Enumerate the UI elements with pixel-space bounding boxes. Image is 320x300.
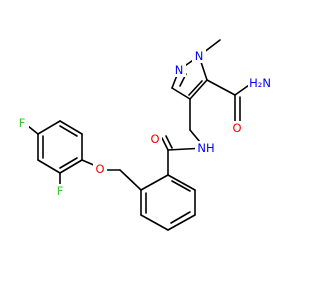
bonds <box>27 39 253 231</box>
bond <box>165 135 173 149</box>
bond <box>189 79 208 100</box>
bond <box>37 159 61 174</box>
atom-amide-o2-label: O <box>150 132 159 146</box>
bond <box>59 157 78 169</box>
atom-amide-nh2-label: H₂N <box>249 76 271 90</box>
bond <box>59 159 83 174</box>
bond <box>171 87 191 100</box>
atom-amide-o2: O <box>148 132 162 146</box>
bond <box>171 180 191 192</box>
atom-n2: N <box>192 49 206 63</box>
bond <box>188 80 203 96</box>
bond <box>167 174 196 191</box>
bond <box>167 214 196 231</box>
molecule-canvas: N N H₂N O NH O O F <box>15 39 272 231</box>
atom-f1-label: F <box>19 116 26 130</box>
atom-amide-o1-label: O <box>232 121 241 135</box>
atom-n1: N <box>172 63 186 77</box>
atom-amide-nh2: H₂N <box>248 76 272 90</box>
bond <box>59 125 78 137</box>
atom-f2-label: F <box>57 184 64 198</box>
atom-f2: F <box>53 184 67 198</box>
atom-n2-label: N <box>195 49 204 63</box>
atom-ether-o: O <box>93 162 107 176</box>
atom-nh-label: NH <box>197 141 214 155</box>
bond <box>140 214 169 231</box>
bond <box>59 120 83 135</box>
bond <box>140 174 169 191</box>
bond <box>170 211 191 224</box>
atom-nh: NH <box>195 141 217 155</box>
atom-ether-o-label: O <box>95 162 104 176</box>
atom-labels: N N H₂N O NH O O F <box>15 49 272 198</box>
bond <box>161 137 169 151</box>
molecule-structure: N N H₂N O NH O O F <box>15 39 272 231</box>
atom-f1: F <box>15 116 29 130</box>
bond <box>119 169 142 191</box>
atom-amide-o1: O <box>230 121 244 135</box>
atom-n1-label: N <box>175 63 184 77</box>
bond <box>206 79 236 96</box>
bond <box>37 120 61 135</box>
bond <box>27 125 39 135</box>
